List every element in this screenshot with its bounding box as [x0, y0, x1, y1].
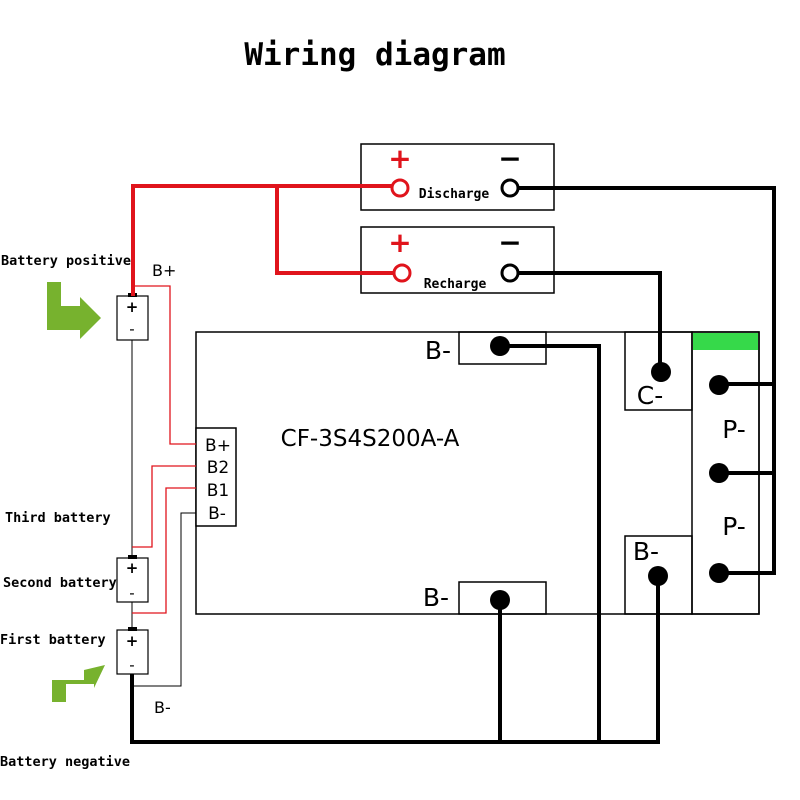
board-model-label: CF-3S4S200A-A	[281, 426, 460, 452]
battery-positive-label: Battery positive	[1, 253, 131, 269]
pad-bminus-right-label: B-	[633, 537, 659, 566]
wire-balance-b1	[132, 487, 196, 614]
recharge-port-box	[360, 226, 555, 294]
wire-bminus-top	[500, 344, 601, 742]
wire-positive-main	[131, 184, 400, 296]
discharge-negative-terminal	[500, 178, 520, 198]
recharge-positive-terminal	[392, 263, 412, 283]
wire-recharge-negative	[510, 271, 662, 372]
pad-bminus-bottom-label: B-	[423, 583, 449, 612]
pad-bminus-top-label: B-	[425, 336, 451, 365]
bms-board	[195, 331, 760, 615]
recharge-minus-sign: −	[498, 226, 521, 259]
bminus-top-terminal	[490, 336, 510, 356]
recharge-label: Recharge	[424, 277, 487, 292]
cell-second-plus: +	[126, 559, 139, 577]
discharge-plus-sign: +	[388, 142, 411, 175]
discharge-positive-terminal	[390, 178, 410, 198]
pminus-terminal-1	[709, 375, 729, 395]
arrow-battery-positive-icon	[47, 282, 101, 339]
balance-pin-b2: B2	[207, 458, 229, 478]
cell-second	[116, 555, 149, 603]
cell-second-minus: -	[129, 584, 134, 602]
cell-first-plus: +	[126, 632, 139, 650]
balance-pin-b1: B1	[207, 481, 229, 501]
third-battery-label: Third battery	[5, 510, 111, 526]
pminus-terminal-3	[709, 563, 729, 583]
bminus-wire-label: B-	[154, 698, 171, 717]
cell-first	[116, 627, 149, 675]
first-battery-label: First battery	[0, 632, 106, 648]
wire-positive-recharge	[275, 186, 400, 275]
wire-discharge-negative	[510, 186, 776, 575]
discharge-label: Discharge	[419, 187, 490, 202]
balance-pin-bminus: B-	[208, 504, 226, 524]
discharge-port-box	[360, 143, 555, 211]
cminus-terminal	[651, 362, 671, 382]
recharge-negative-terminal	[500, 263, 520, 283]
balance-connector	[195, 427, 237, 527]
pad-pminus-green-strip	[693, 333, 758, 350]
balance-pin-bplus: B+	[205, 436, 231, 456]
discharge-minus-sign: −	[498, 142, 521, 175]
cell-third-minus: -	[129, 320, 134, 338]
pad-bminus-bottom-box	[458, 581, 547, 615]
recharge-plus-sign: +	[388, 226, 411, 259]
second-battery-label: Second battery	[3, 575, 117, 591]
diagram-title: Wiring diagram	[244, 37, 505, 73]
cell-third-plus: +	[126, 298, 139, 316]
cell-first-minus: -	[129, 656, 134, 674]
wire-balance-bminus	[132, 512, 196, 687]
wire-battery-negative	[130, 576, 660, 744]
wire-balance-bplus	[133, 285, 196, 445]
battery-negative-label: Battery negative	[0, 754, 130, 770]
wire-balance-b2	[132, 465, 196, 548]
bminus-right-terminal	[648, 566, 668, 586]
pminus-terminal-2	[709, 463, 729, 483]
bplus-wire-label: B+	[152, 261, 176, 280]
pad-pminus-label-2: P-	[722, 512, 746, 541]
pad-cminus-label: C-	[637, 381, 663, 410]
pad-pminus-label-1: P-	[722, 415, 746, 444]
arrow-battery-negative-icon	[52, 665, 105, 702]
bminus-bottom-terminal	[490, 590, 510, 610]
